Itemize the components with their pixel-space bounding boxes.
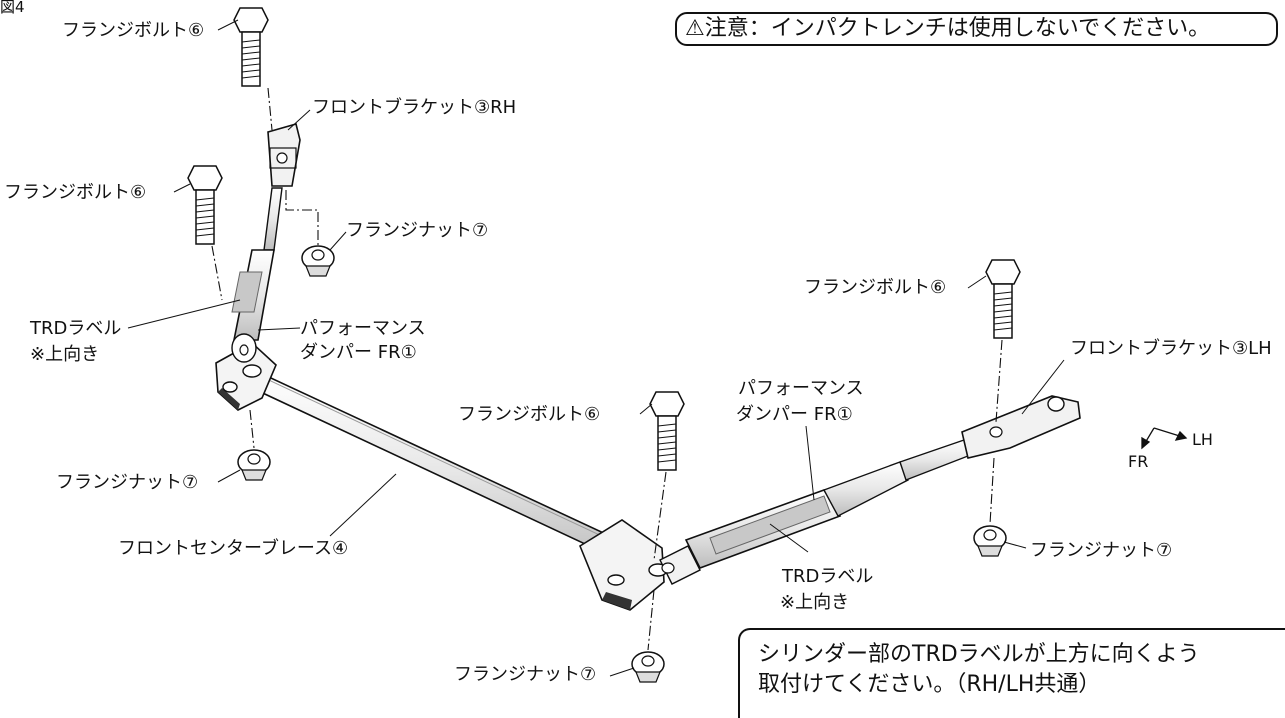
flange-nut-upper [301,245,335,277]
front-bracket-rh [267,123,301,187]
label-upward-right: ※上向き [780,592,850,613]
label-damper-left-line-1: パフォーマンス [300,318,426,339]
leader-lines [127,19,1065,677]
label-flange-nut-right: フランジナット⑦ [1030,540,1173,561]
label-damper-left-line-2: ダンパー FR① [300,342,417,363]
flange-nut-left-lower [237,449,271,481]
label-flange-bolt-left: フランジボルト⑥ [4,182,147,203]
install-note: シリンダー部のTRDラベルが上方に向くよう 取付けてください。（RH/LH共通） [738,628,1285,718]
caution-note: ⚠注意：インパクトレンチは使用しないでください。 [675,12,1278,46]
label-damper-right-line-2: ダンパー FR① [736,404,853,425]
flange-bolt-middle [649,391,685,471]
direction-indicator [1141,427,1188,450]
install-note-line-1: シリンダー部のTRDラベルが上方に向くよう [758,642,1200,667]
label-front-center-brace: フロントセンターブレース④ [118,538,349,559]
direction-label-lh: LH [1192,430,1213,449]
front-bracket-lh [961,395,1081,459]
direction-label-fr: FR [1128,452,1149,471]
flange-nut-right [973,525,1007,557]
front-center-brace [250,370,642,568]
label-front-bracket-rh: フロントブラケット③RH [312,97,517,118]
figure-number: 図4 [0,0,25,16]
label-flange-nut-left-lower: フランジナット⑦ [56,472,199,493]
label-upward-left: ※上向き [30,344,100,365]
flange-bolt-right [985,259,1021,339]
label-trd-label-right: TRDラベル [782,566,874,587]
label-flange-nut-upper: フランジナット⑦ [346,220,489,241]
install-note-line-2: 取付けてください。（RH/LH共通） [758,672,1101,697]
left-end-bracket [215,342,277,411]
label-trd-label-left: TRDラベル [30,318,122,339]
label-flange-bolt-top: フランジボルト⑥ [62,20,205,41]
performance-damper-lh [659,439,969,585]
performance-damper-rh [231,187,283,363]
label-flange-bolt-middle: フランジボルト⑥ [458,404,601,425]
flange-bolt-top [233,7,269,87]
assembly-diagram [127,7,1188,683]
label-front-bracket-lh: フロントブラケット③LH [1070,338,1272,359]
label-flange-nut-bottom: フランジナット⑦ [454,664,597,685]
flange-bolt-left [187,165,223,245]
assembly-axis-lines [211,87,1003,651]
label-flange-bolt-right: フランジボルト⑥ [804,277,947,298]
label-damper-right-line-1: パフォーマンス [738,378,864,399]
right-end-bracket [579,519,668,611]
flange-nut-bottom [631,651,665,683]
